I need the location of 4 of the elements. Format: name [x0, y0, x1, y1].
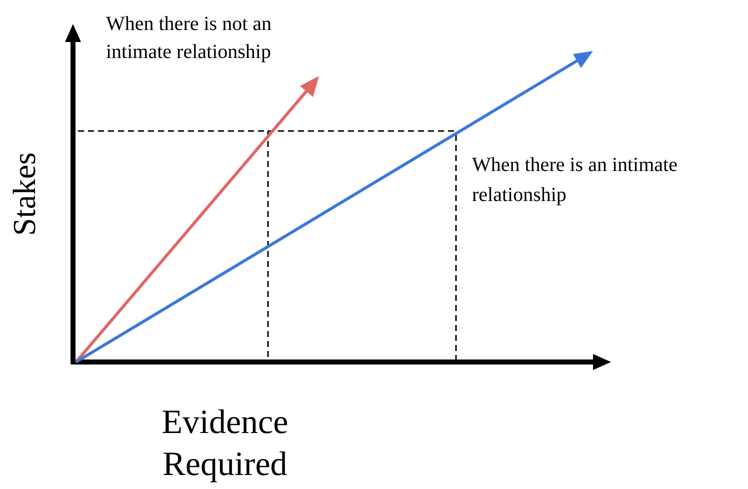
- axis-label: Stakes: [6, 151, 42, 238]
- axis-label: Evidence Required: [160, 403, 290, 485]
- line-label: When there is an intimate relationship: [472, 153, 678, 208]
- line-label: When there is not an intimate relationship: [106, 12, 272, 65]
